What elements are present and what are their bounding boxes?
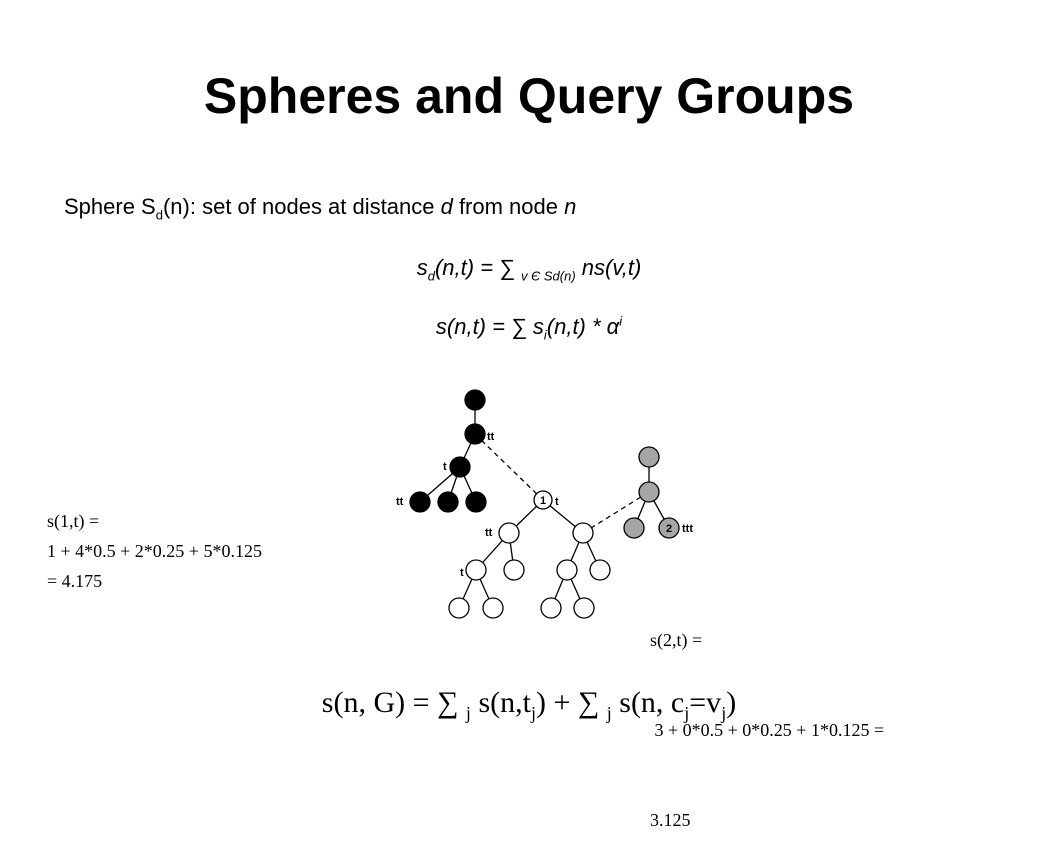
edge-label: t: [443, 461, 447, 473]
definition-d: d: [440, 194, 453, 219]
eq1-c: ns(v,t): [575, 255, 642, 280]
edge-label: t: [555, 496, 559, 508]
formula-j4: j: [684, 703, 690, 723]
definition-middle2: from node: [452, 194, 565, 219]
definition-middle: (n): set of nodes at distance: [162, 194, 441, 219]
node-white: [448, 597, 470, 619]
sphere-tree-diagram: 1 2 tt t tt t tt t ttt: [396, 389, 693, 619]
eq2-sup: i: [619, 313, 623, 329]
formula-p3: ) + ∑: [535, 686, 607, 719]
edge: [582, 491, 650, 534]
node-gray: [638, 446, 660, 468]
calc-right-line2: 3 + 0*0.5 + 0*0.25 + 1*0.125 =: [650, 720, 885, 740]
sphere-definition: Sphere Sd(n): set of nodes at distance d…: [64, 192, 576, 222]
calc-left-line2: 1 + 4*0.5 + 2*0.25 + 5*0.125: [47, 541, 262, 561]
formula-p5: =v: [689, 686, 722, 719]
node-white: [573, 597, 595, 619]
calc-left-line3: = 4.175: [47, 571, 103, 591]
node-black: [437, 491, 459, 513]
group-score-formula: s(n, G) = ∑ j s(n,tj) + ∑ j s(n, cj=vj): [0, 683, 1058, 723]
node-black: [464, 423, 486, 445]
definition-sub: d: [155, 207, 163, 223]
eq1-range: v Є Sd(n): [520, 268, 576, 284]
equation-sd: sd(n,t) = ∑ v Є Sd(n) ns(v,t): [0, 253, 1058, 283]
edge-label: tt: [487, 431, 495, 443]
edge-label: tt: [396, 496, 404, 508]
node-white: [589, 559, 611, 581]
node-1: [533, 490, 553, 510]
calc-left: s(1,t) = 1 + 4*0.5 + 2*0.25 + 5*0.125 = …: [47, 506, 262, 596]
tree-nodes: [409, 389, 680, 619]
eq2-a: s(n,t) = ∑ s: [435, 314, 544, 339]
calc-right-line3: 3.125: [650, 810, 691, 830]
node-white: [540, 597, 562, 619]
formula-j1: j: [465, 703, 471, 723]
node-white: [465, 559, 487, 581]
node-black: [465, 491, 487, 513]
formula-p2: s(n,t: [470, 686, 531, 719]
node-2: [658, 517, 680, 539]
node-black: [464, 389, 486, 411]
formula-p4: s(n, c: [611, 686, 685, 719]
node-black: [449, 456, 471, 478]
definition-prefix: Sphere S: [64, 194, 156, 219]
eq1-b: (n,t) = ∑: [434, 255, 521, 280]
node-white: [503, 559, 525, 581]
node-white: [482, 597, 504, 619]
formula-j5: j: [721, 703, 727, 723]
definition-n: n: [564, 194, 577, 219]
eq2-a-sub: i: [543, 327, 547, 343]
node-gray: [638, 481, 660, 503]
formula-j2: j: [530, 703, 536, 723]
node-1-label: 1: [540, 495, 546, 507]
node-2-label: 2: [666, 523, 672, 535]
equation-s: s(n,t) = ∑ si(n,t) * αi: [0, 312, 1058, 342]
node-gray: [623, 517, 645, 539]
node-white: [572, 522, 594, 544]
calc-left-line1: s(1,t) =: [47, 511, 100, 531]
edge-label: t: [460, 567, 464, 579]
edge: [474, 433, 544, 501]
formula-p6: ): [726, 686, 737, 719]
eq1-a-sub: d: [427, 268, 435, 284]
node-white: [556, 559, 578, 581]
eq1-a: s: [416, 255, 428, 280]
tree-labels: 1 2 tt t tt t tt t ttt: [396, 431, 693, 579]
formula-j3: j: [606, 703, 612, 723]
edge-label: tt: [485, 527, 493, 539]
edge-label: ttt: [682, 523, 693, 535]
eq2-b: (n,t) * α: [546, 314, 620, 339]
node-white: [498, 522, 520, 544]
formula-p1: s(n, G) = ∑: [321, 686, 466, 719]
slide-title: Spheres and Query Groups: [203, 68, 855, 124]
node-black: [409, 491, 431, 513]
calc-right-line1: s(2,t) =: [650, 630, 703, 650]
